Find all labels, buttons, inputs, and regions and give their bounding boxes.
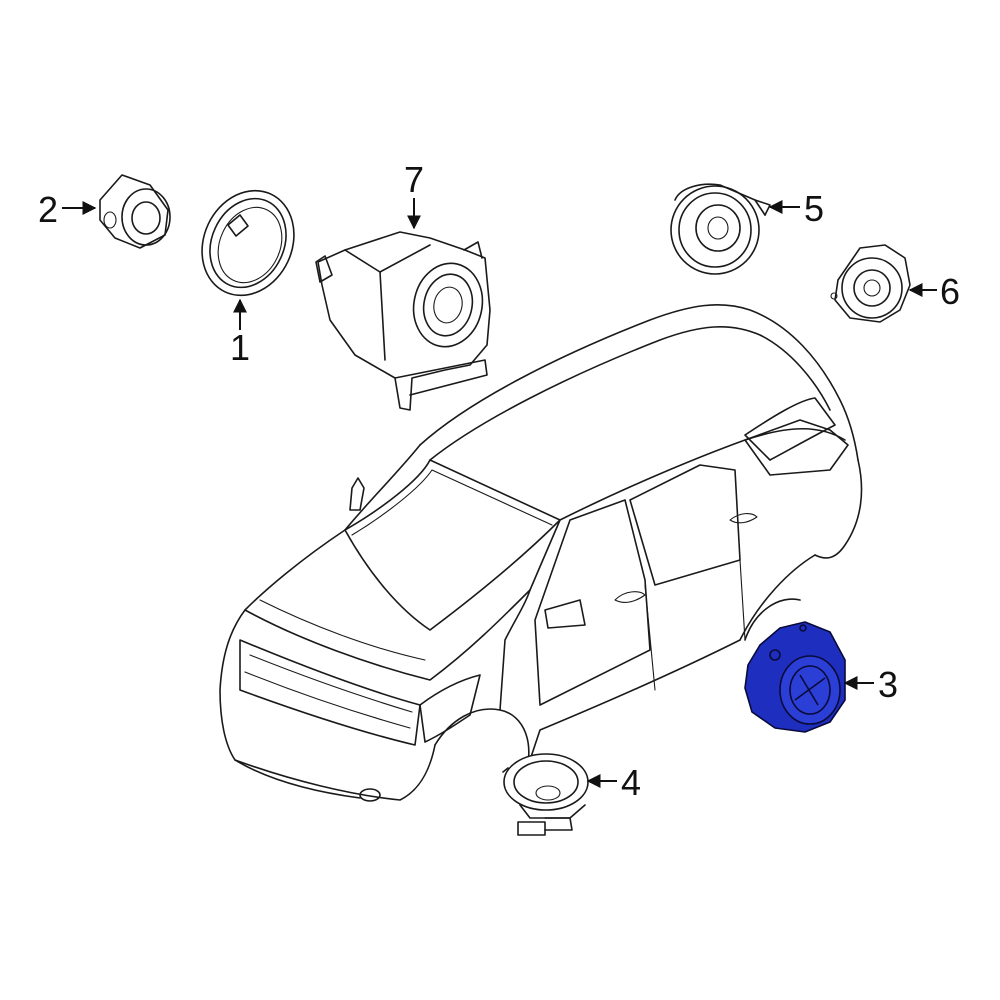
part-4-speaker — [502, 753, 589, 836]
part-1-speaker-grille — [201, 189, 295, 297]
callouts: 1 2 3 4 5 6 7 — [38, 159, 960, 803]
callout-3-label: 3 — [878, 664, 898, 705]
part-5-speaker — [670, 183, 771, 275]
part-3-speaker-highlighted — [744, 621, 846, 733]
vehicle-outline — [219, 304, 863, 802]
callout-1-label: 1 — [230, 327, 250, 368]
part-2-tweeter — [99, 174, 171, 249]
callout-5-label: 5 — [804, 188, 824, 229]
part-7-subwoofer-enclosure — [315, 231, 491, 411]
callout-6-label: 6 — [940, 271, 960, 312]
callout-7-label: 7 — [404, 159, 424, 200]
part-6-speaker — [830, 244, 911, 323]
callout-2-label: 2 — [38, 189, 58, 230]
callout-4-label: 4 — [621, 762, 641, 803]
